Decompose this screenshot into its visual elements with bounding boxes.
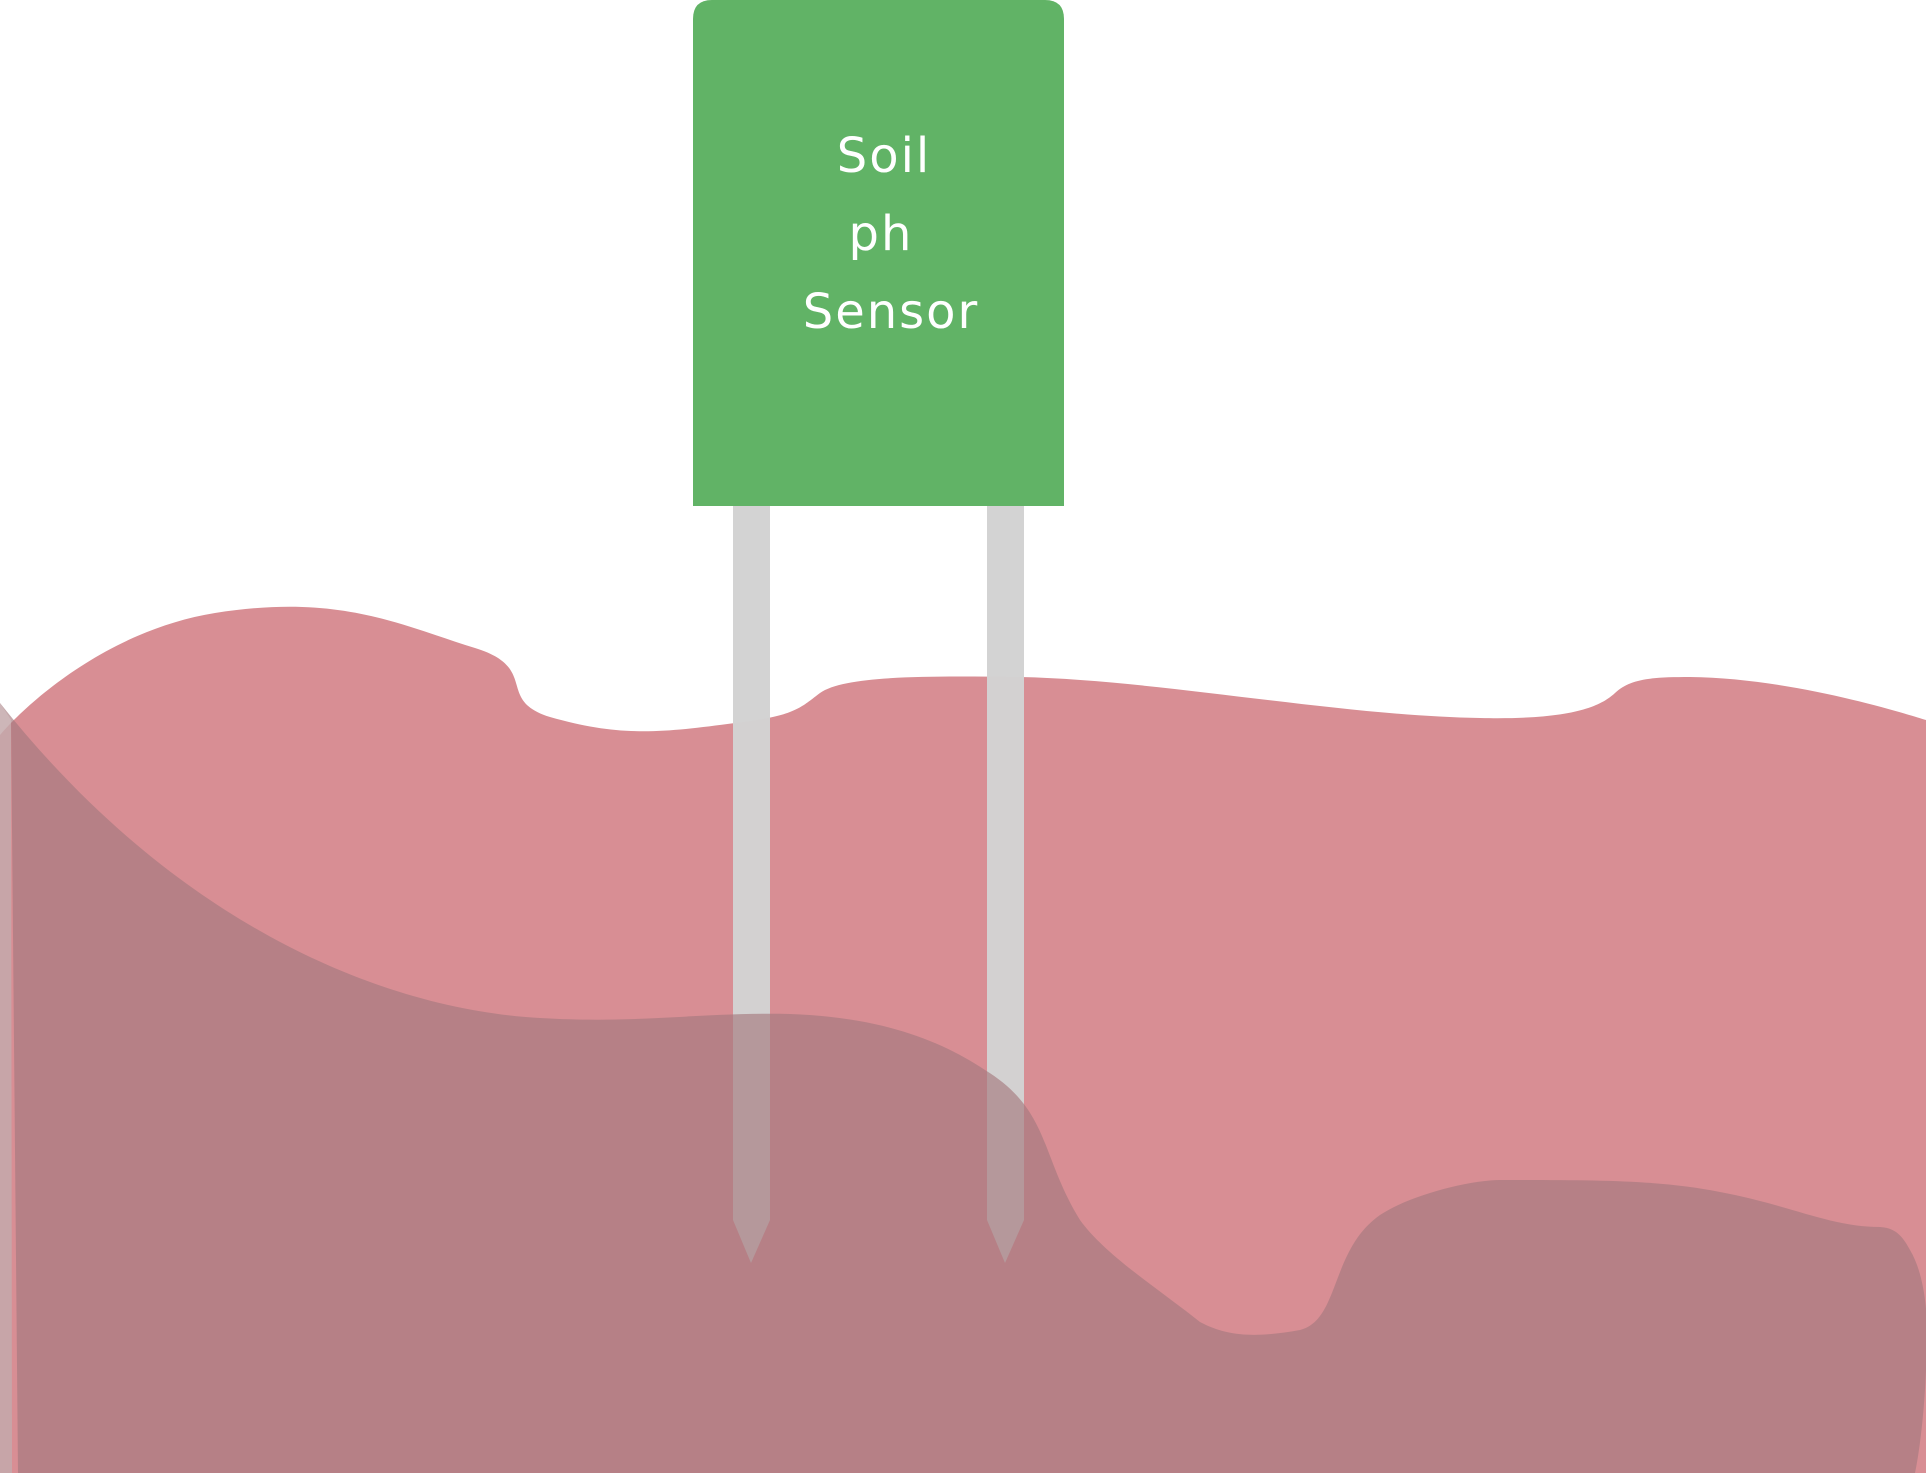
probe-right — [987, 505, 1024, 1263]
subsoil-layer — [0, 703, 1926, 1473]
sensor-label-line-1: Soil — [837, 128, 932, 184]
sensor-body: Soil ph Sensor — [693, 0, 1064, 506]
left-edge-strip — [0, 703, 12, 1473]
sensor-label-line-3: Sensor — [803, 284, 980, 340]
sensor-label-line-2: ph — [849, 206, 914, 262]
